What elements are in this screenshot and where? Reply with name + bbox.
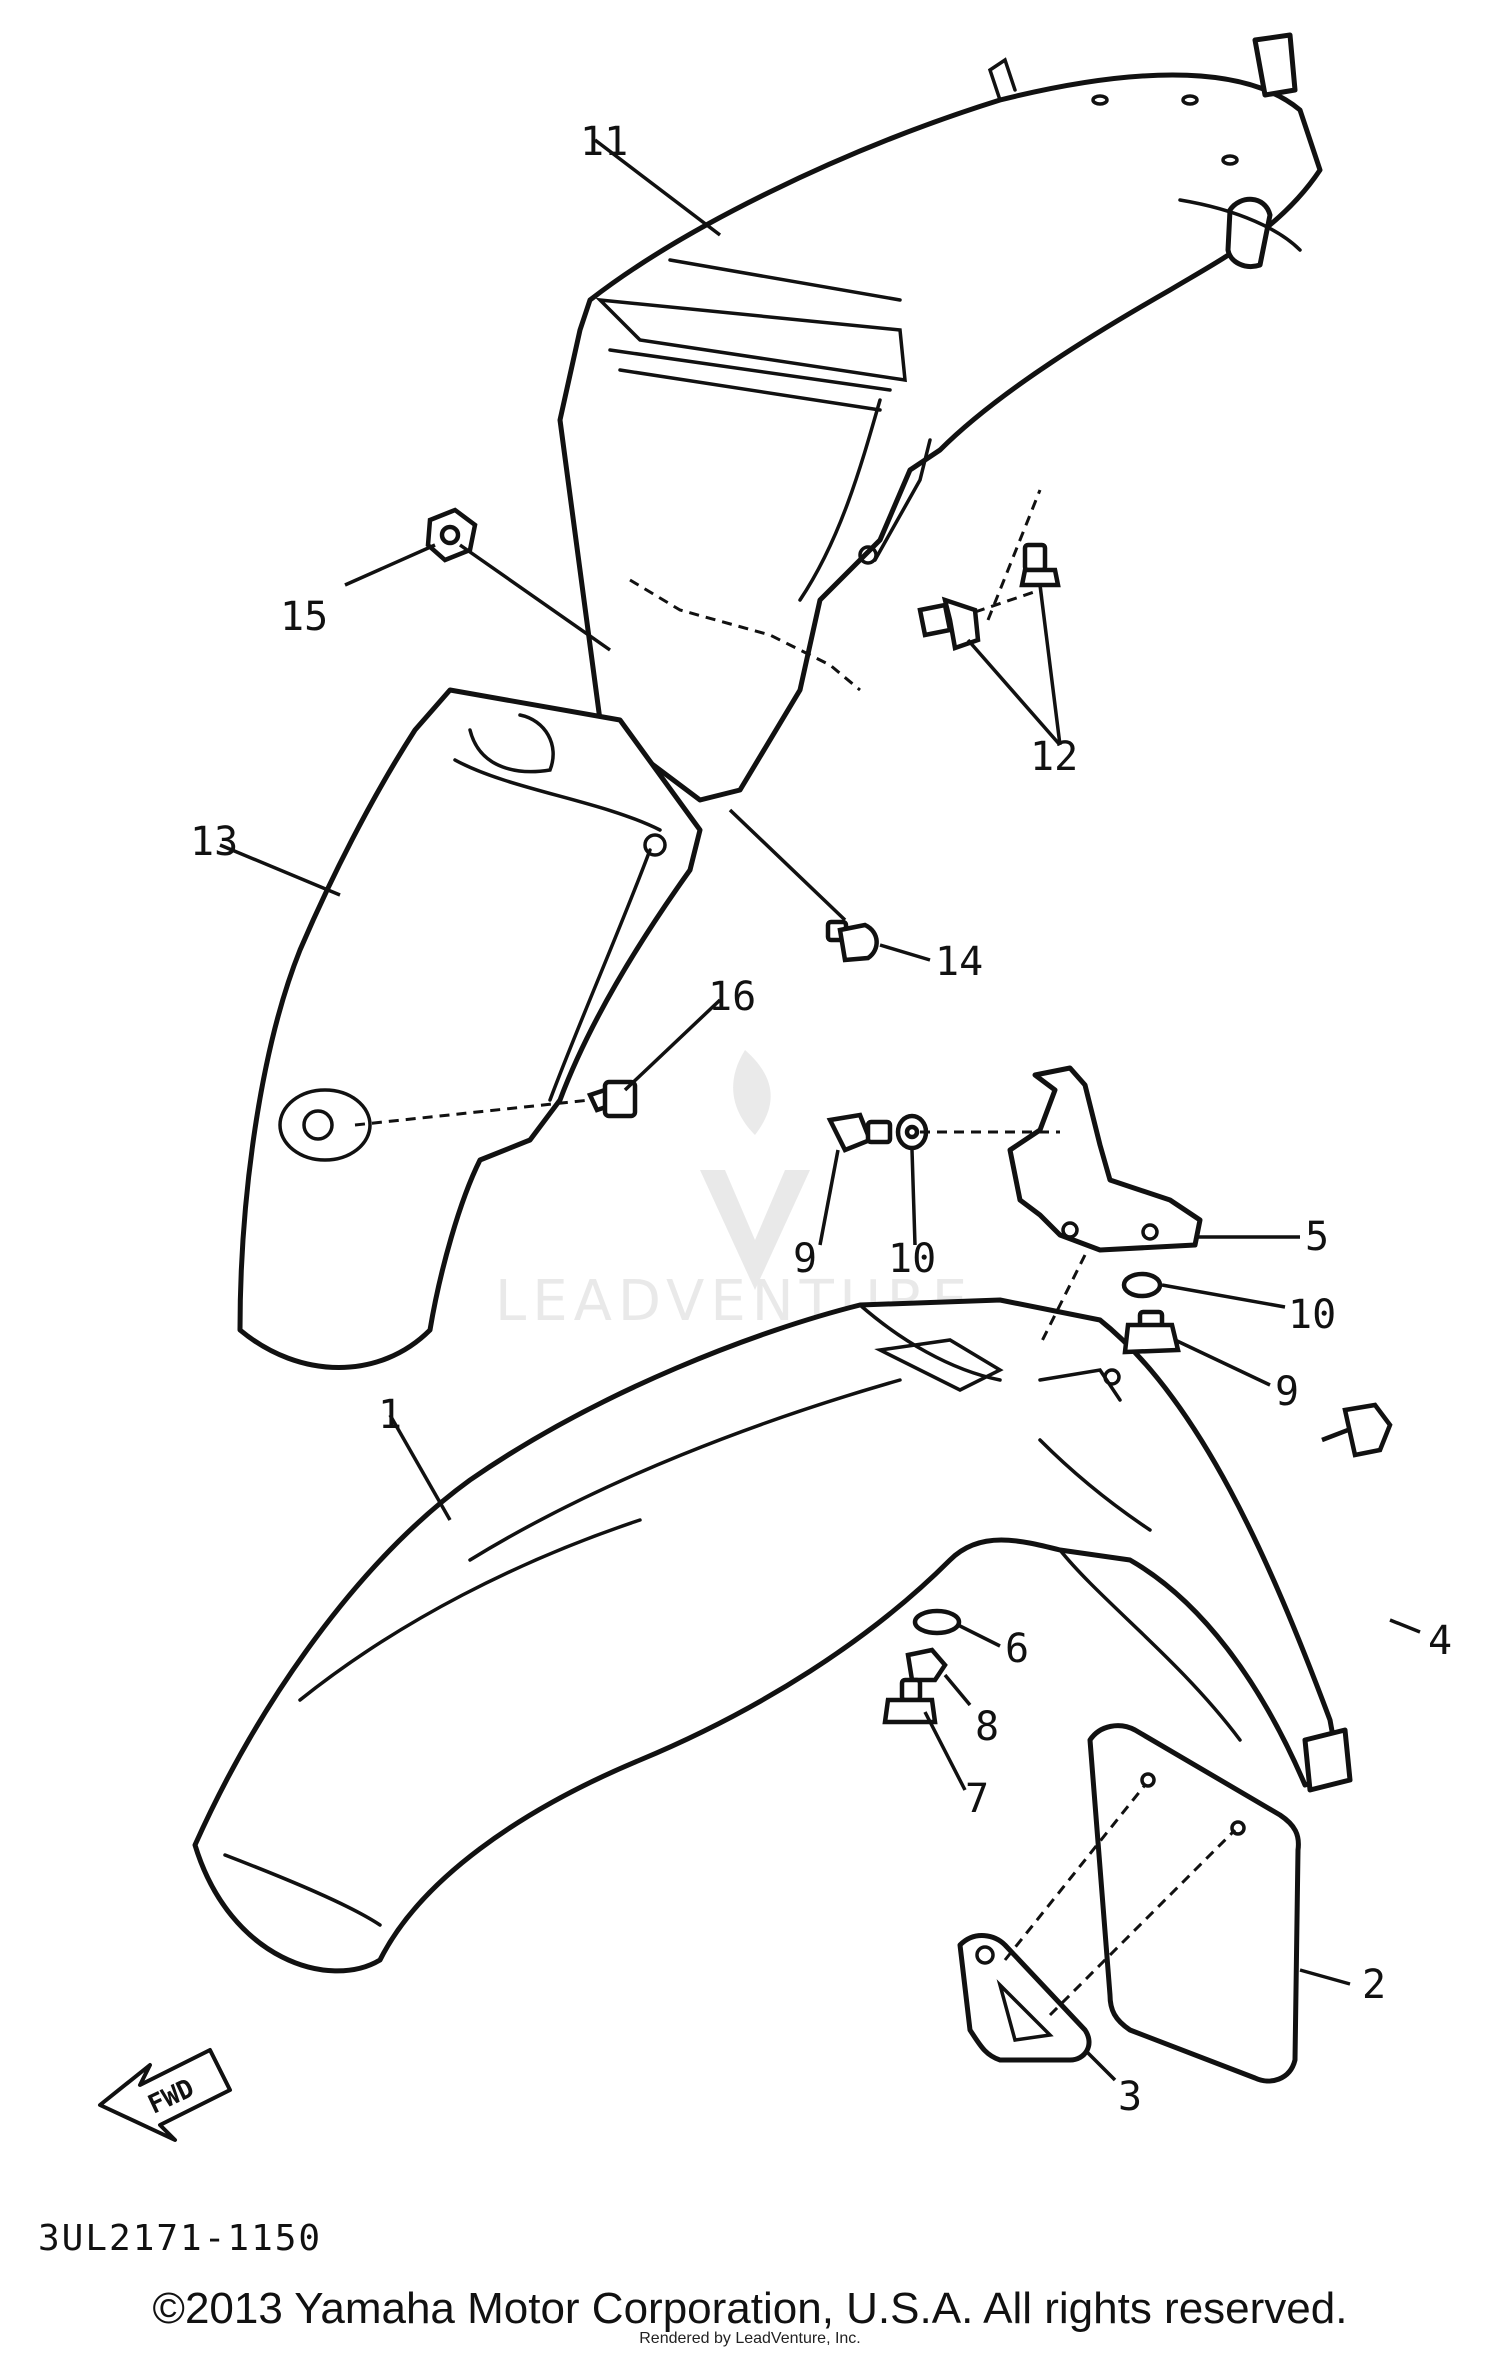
fender-stay <box>1007 1065 1203 1253</box>
callout-7: 7 <box>965 1776 989 1822</box>
callout-15: 15 <box>280 594 328 640</box>
rendered-by-notice: Rendered by LeadVenture, Inc. <box>639 2330 861 2347</box>
callout-13: 13 <box>190 819 238 865</box>
washer-6 <box>912 1608 962 1636</box>
watermark-logo: LEADVENTURE <box>495 1050 967 1334</box>
bolt-16 <box>586 1079 638 1119</box>
callout-1: 1 <box>378 1392 402 1438</box>
callout-5: 5 <box>1305 1214 1329 1260</box>
bolt-4 <box>1321 1402 1393 1458</box>
callout-2: 2 <box>1362 1962 1386 2008</box>
bolt-7 <box>882 1677 938 1725</box>
callout-3: 3 <box>1118 2074 1142 2120</box>
callout-9b: 9 <box>1275 1369 1299 1415</box>
callout-11: 11 <box>580 119 628 165</box>
washer-10a <box>895 1113 929 1151</box>
nut-8 <box>905 1647 948 1683</box>
bolt-9b <box>1122 1309 1181 1355</box>
callout-14: 14 <box>935 939 983 985</box>
rear-fender-upper <box>557 32 1323 803</box>
plate-bracket <box>957 1933 1092 2063</box>
callout-10b: 10 <box>1288 1292 1336 1338</box>
callout-16: 16 <box>708 974 756 1020</box>
bolt-14 <box>825 919 879 963</box>
leader-lines <box>219 138 1421 2082</box>
bolt-12b <box>917 596 981 651</box>
callout-12: 12 <box>1030 734 1078 780</box>
washer-10b <box>1121 1271 1163 1299</box>
callouts: 1 2 3 4 5 6 7 8 9 10 9 10 11 12 13 14 15… <box>190 119 1452 2120</box>
callout-10a: 10 <box>888 1236 936 1282</box>
copyright-notice: ©2013 Yamaha Motor Corporation, U.S.A. A… <box>152 2284 1348 2333</box>
bolt-12a <box>1019 542 1061 588</box>
fwd-arrow-icon: FWD <box>98 2048 232 2142</box>
assembly-lines <box>354 489 1237 2017</box>
callout-6: 6 <box>1005 1626 1029 1672</box>
callout-4: 4 <box>1428 1618 1452 1664</box>
diagram-code: 3UL2171-1150 <box>38 2218 323 2259</box>
front-fender <box>192 1297 1353 1974</box>
bolt-9a <box>826 1112 893 1153</box>
callout-8: 8 <box>975 1704 999 1750</box>
rear-flap <box>237 687 703 1370</box>
callout-9a: 9 <box>793 1236 817 1282</box>
number-plate <box>1087 1723 1301 2084</box>
